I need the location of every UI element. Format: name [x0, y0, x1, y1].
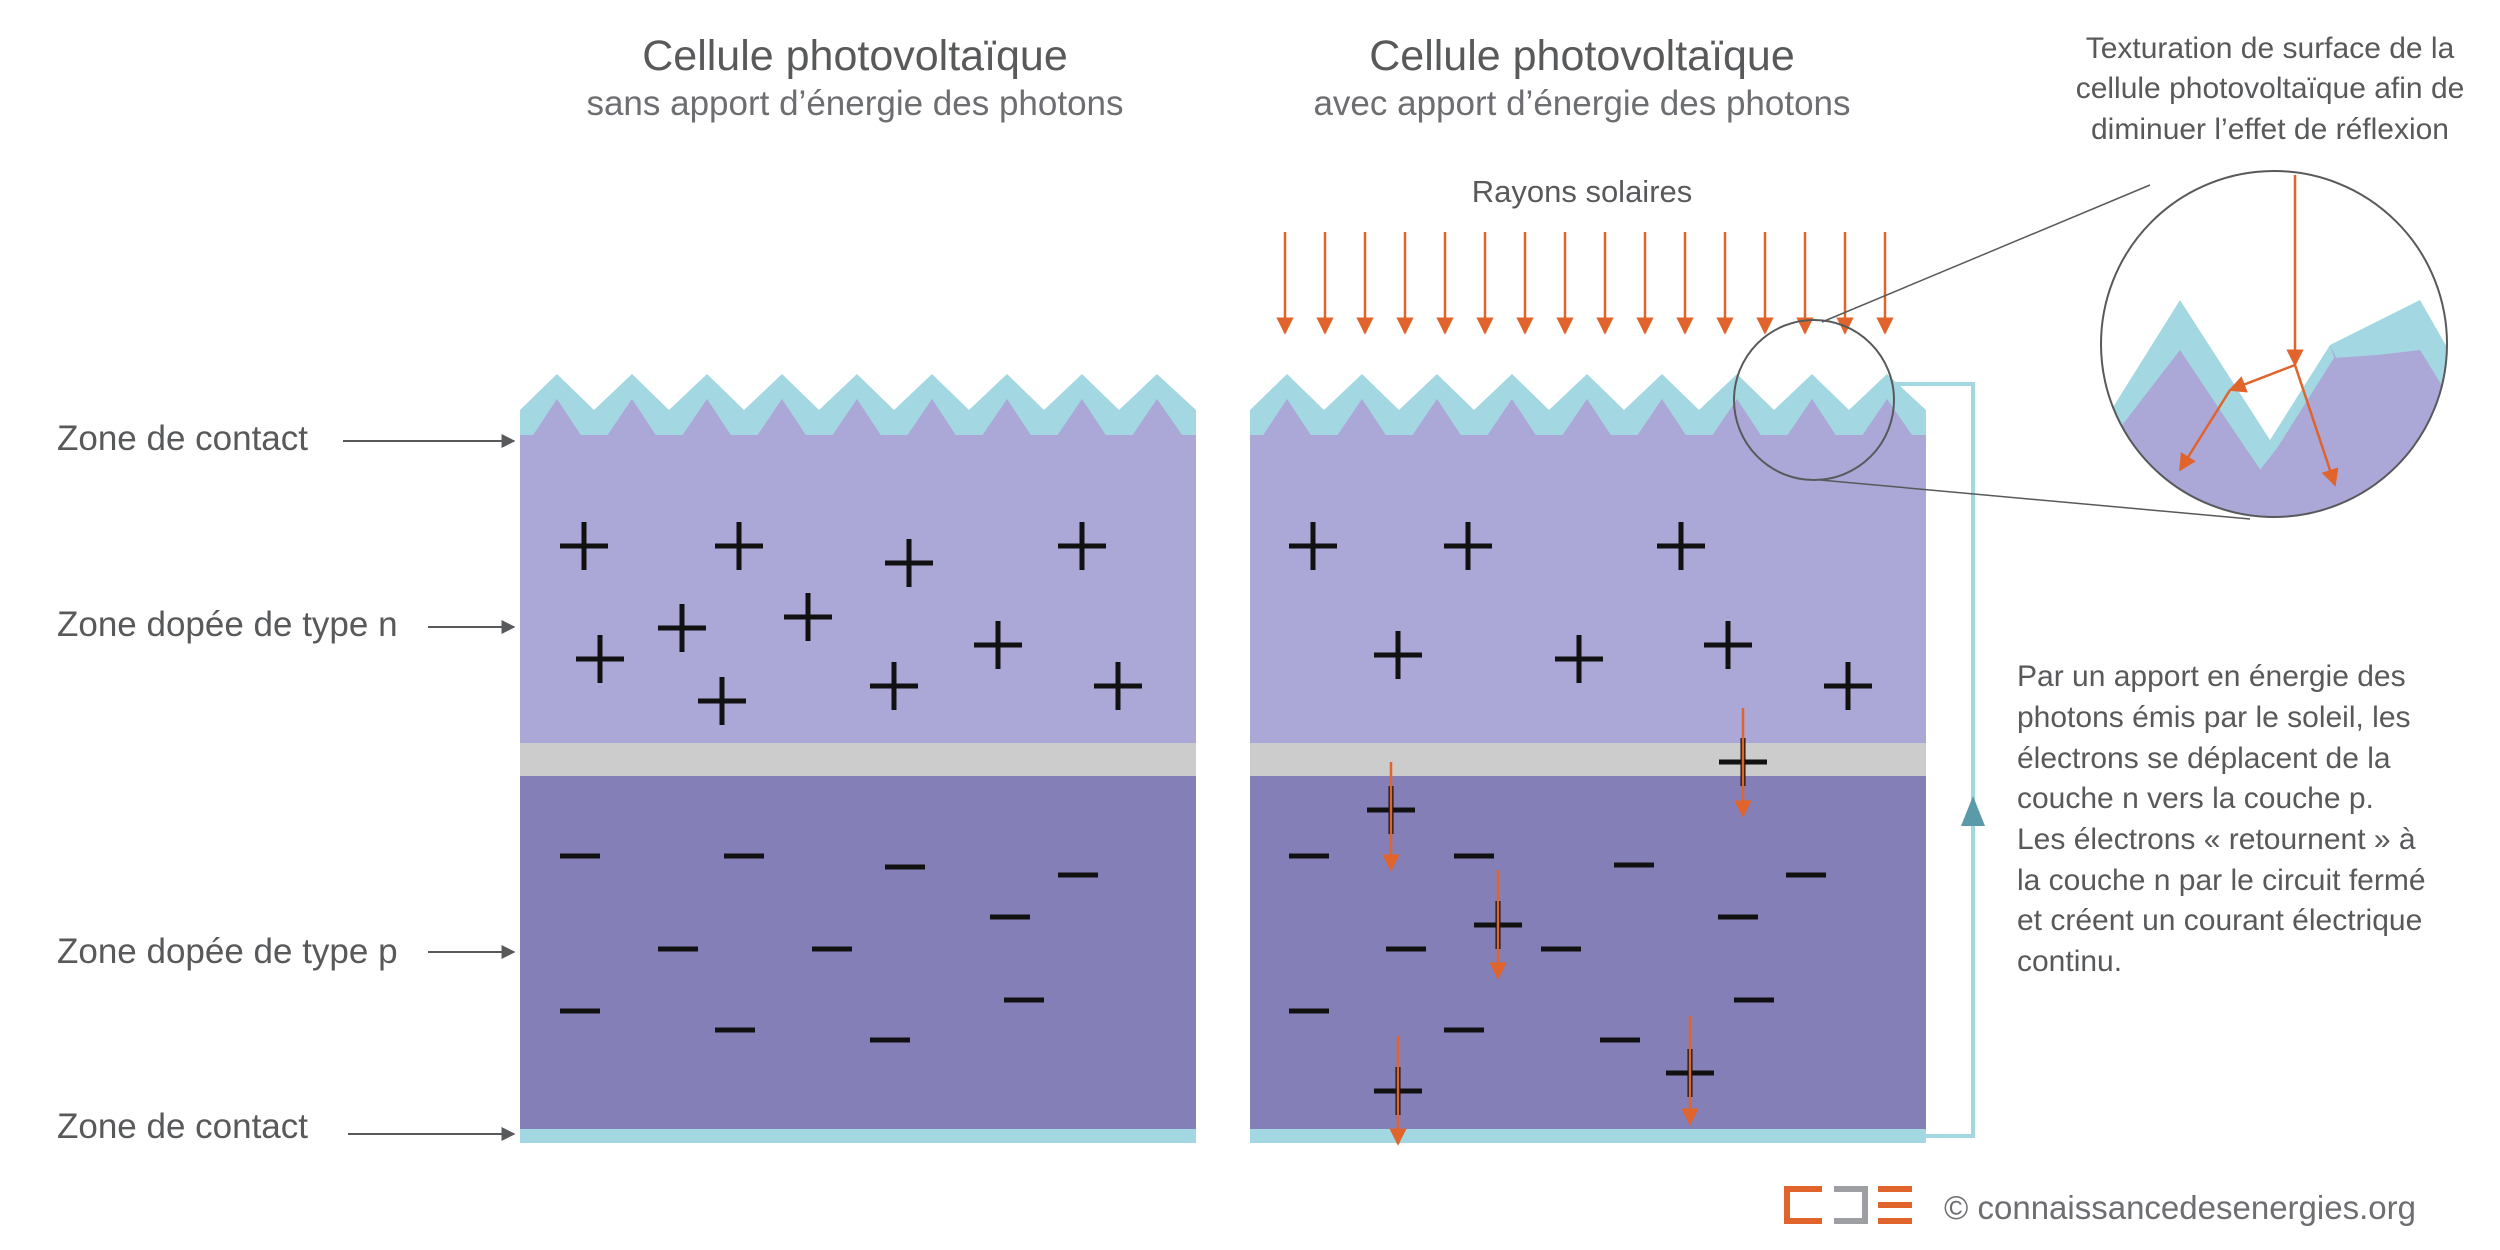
zone-labels: Zone de contact Zone dopée de type n Zon… [57, 419, 516, 1146]
left-panel-title: Cellule photovoltaïque [642, 32, 1068, 80]
explanation-line: photons émis par le soleil, les [2017, 701, 2411, 734]
right-junction [1250, 743, 1926, 777]
inset-caption-line: diminuer l’effet de réflexion [2091, 113, 2449, 146]
left-n-layer [520, 435, 1196, 745]
right-panel-title: Cellule photovoltaïque [1369, 32, 1795, 80]
sun-rays [1276, 232, 1894, 335]
right-bottom-contact [1250, 1129, 1926, 1143]
copyright-text: © connaissancedesenergies.org [1944, 1189, 2416, 1226]
left-cell [520, 374, 1196, 1143]
electron-motion-arrows [1382, 708, 1752, 1146]
left-junction [520, 743, 1196, 777]
explanation-line: la couche n par le circuit fermé [2017, 864, 2426, 897]
left-p-layer [520, 776, 1196, 1131]
right-panel-subtitle: avec apport d’énergie des photons [1313, 84, 1850, 123]
explanation-line: Par un apport en énergie des [2017, 660, 2406, 693]
inset-caption-line: cellule photovoltaïque afin de [2076, 72, 2465, 105]
explanation-text: Par un apport en énergie des photons émi… [2017, 660, 2426, 978]
zone-label-n-type: Zone dopée de type n [57, 605, 398, 644]
texture-zoom-inset [2100, 170, 2448, 518]
explanation-line: électrons se déplacent de la [2017, 742, 2391, 775]
arrow-up-icon [1961, 796, 1985, 826]
zone-label-p-type: Zone dopée de type p [57, 932, 398, 971]
right-n-layer [1250, 435, 1926, 745]
cde-logo-icon [1784, 1186, 1912, 1224]
zoom-indicator [1733, 184, 2251, 520]
left-holes [560, 522, 1142, 725]
inset-caption-line: Texturation de surface de la [2086, 32, 2455, 65]
right-cell [1250, 374, 1926, 1146]
right-p-layer [1250, 776, 1926, 1131]
inset-caption: Texturation de surface de la cellule pho… [2076, 32, 2465, 146]
zone-label-contact-top: Zone de contact [57, 419, 308, 458]
explanation-line: couche n vers la couche p. [2017, 782, 2374, 815]
sun-rays-label: Rayons solaires [1472, 174, 1693, 209]
left-bottom-contact [520, 1129, 1196, 1143]
zone-label-contact-bottom: Zone de contact [57, 1107, 308, 1146]
explanation-line: et créent un courant électrique [2017, 904, 2422, 937]
right-electrons [1289, 853, 1826, 1043]
external-circuit [1890, 382, 1985, 1138]
left-electrons [560, 853, 1098, 1043]
explanation-line: Les électrons « retournent » à [2017, 823, 2416, 856]
explanation-line: continu. [2017, 945, 2122, 978]
left-panel-subtitle: sans apport d’énergie des photons [586, 84, 1123, 123]
